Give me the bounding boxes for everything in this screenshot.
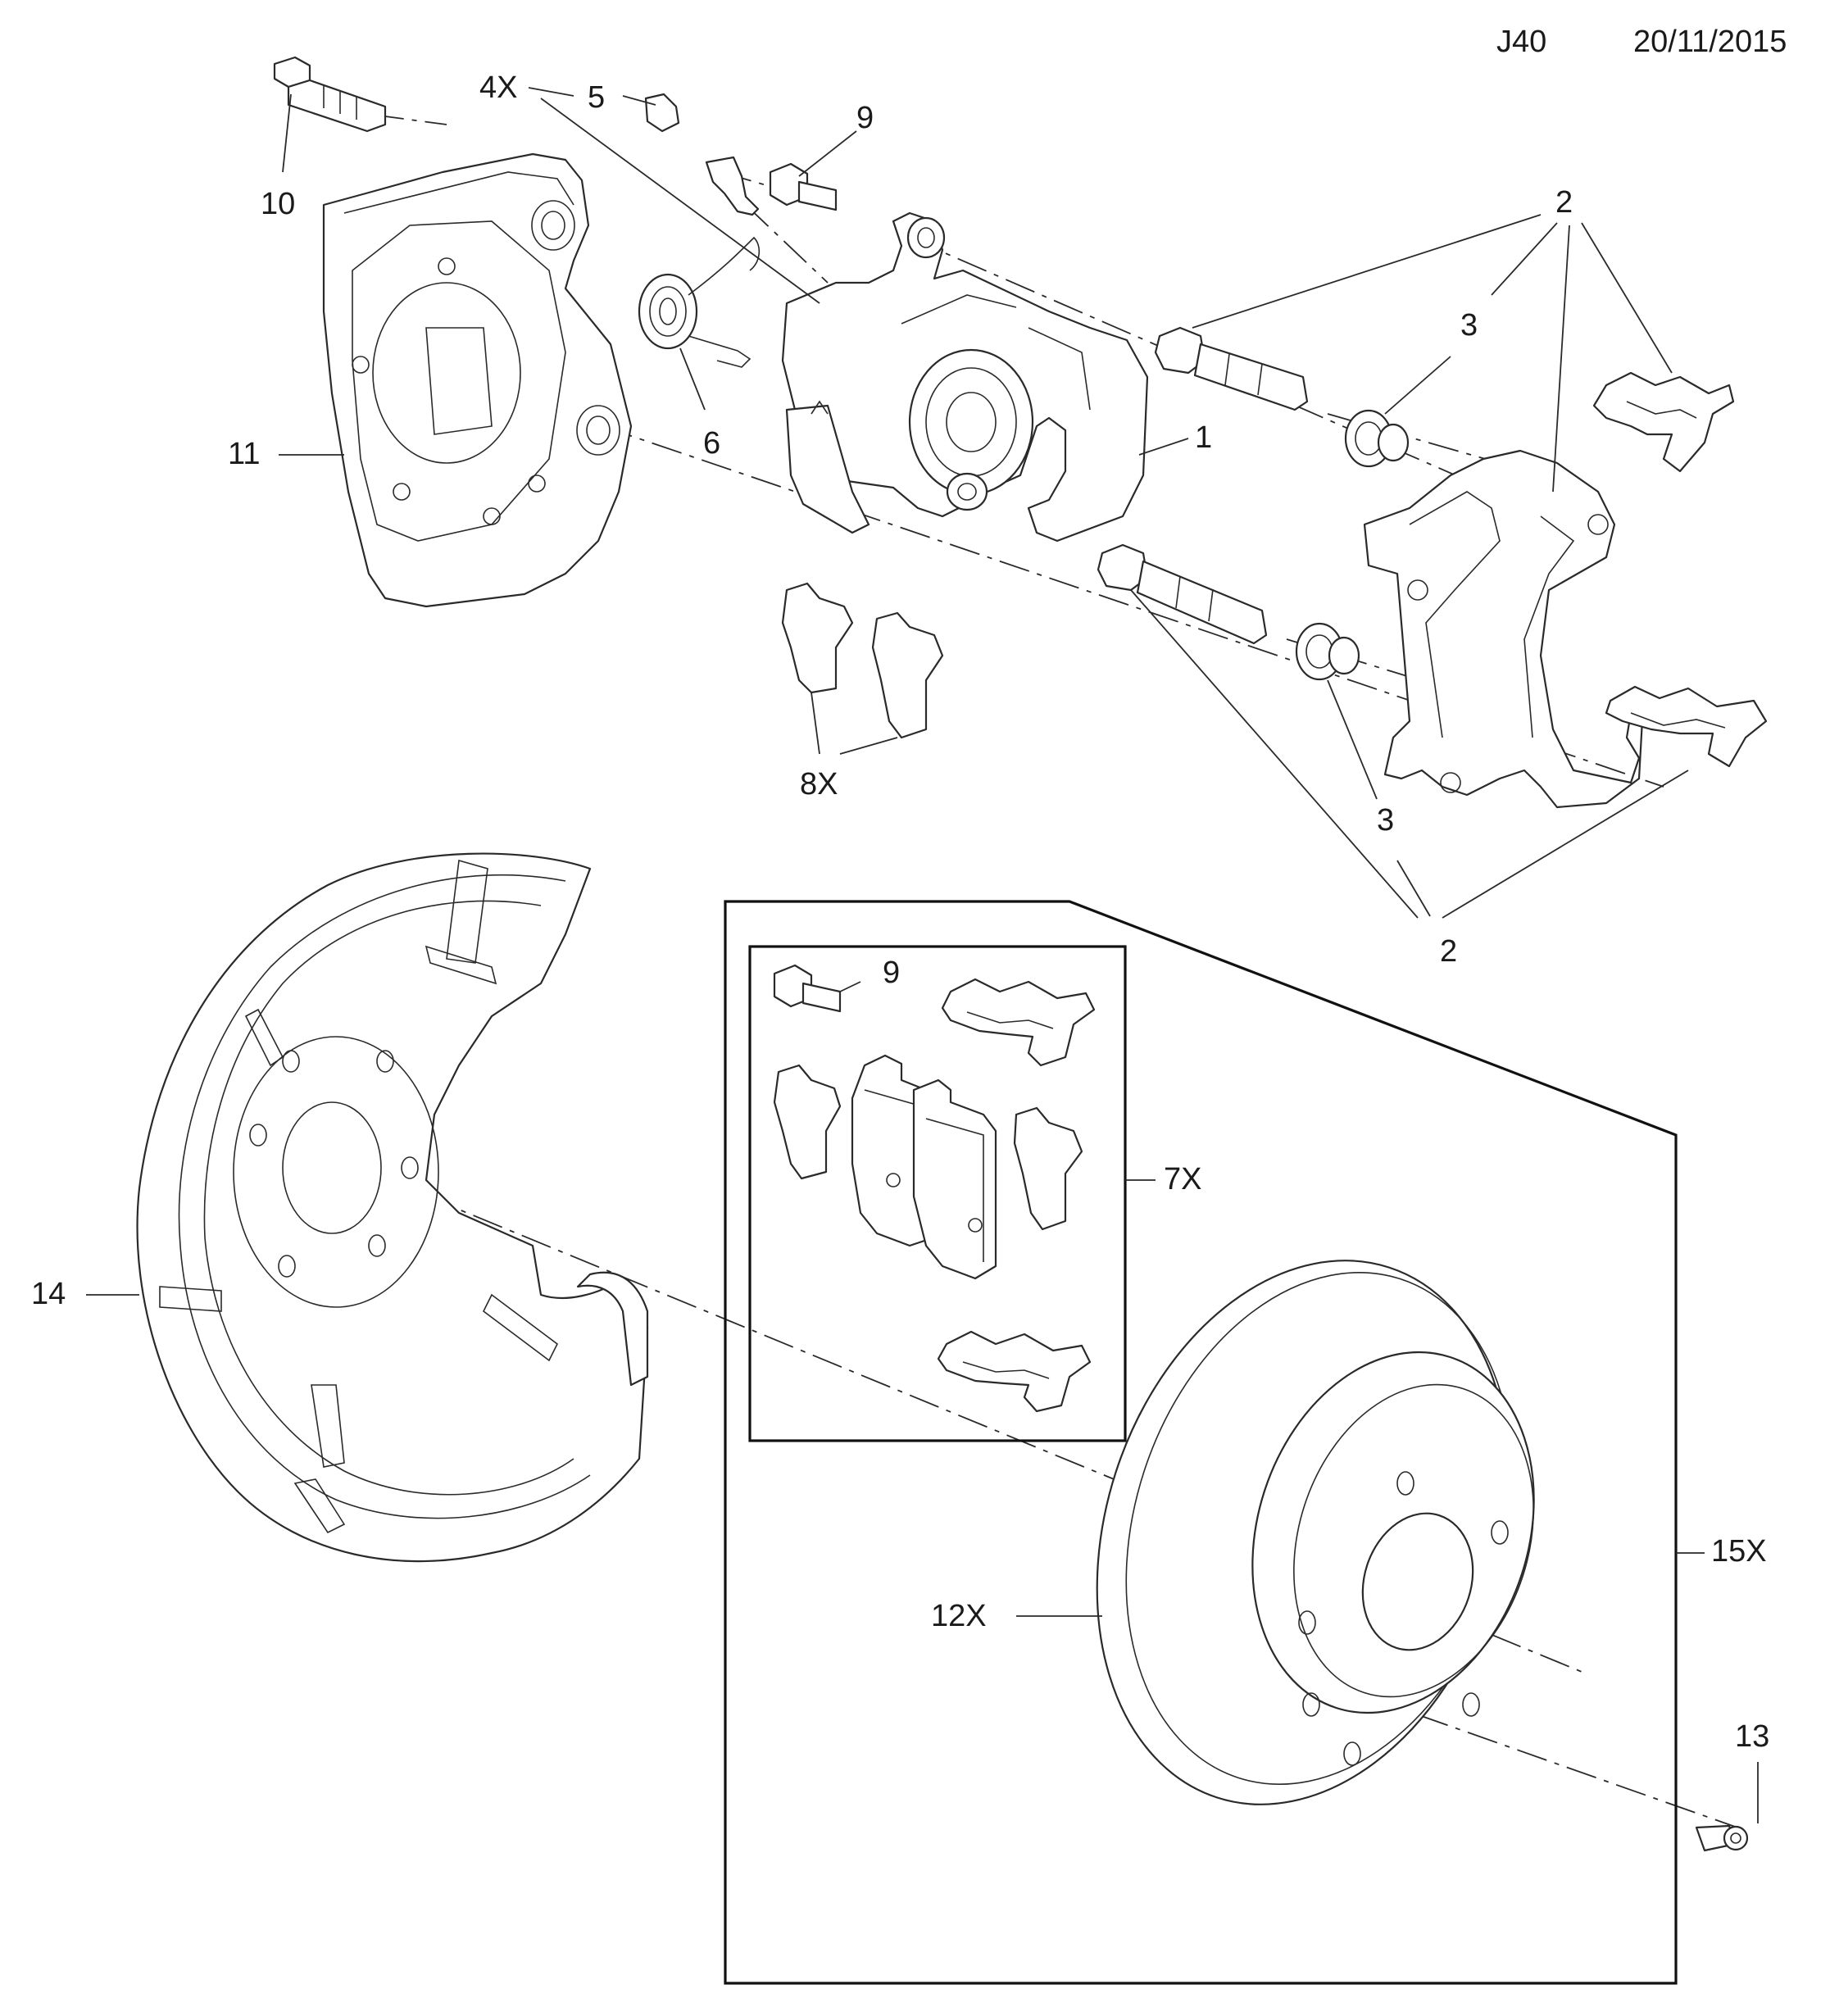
anti-rattle-clip-lower: [1605, 685, 1768, 768]
callout-9-kit: 9: [883, 956, 901, 990]
diagram-code: J40: [1496, 25, 1547, 59]
kit-clip-lower: [937, 1330, 1092, 1413]
boot-3-top: [1344, 409, 1410, 468]
callout-7x: 7X: [1164, 1162, 1202, 1196]
caliper-carrier: [1363, 449, 1645, 809]
guide-pin-2-bottom: [1097, 543, 1268, 645]
dust-shield-14: [136, 852, 649, 1563]
callout-13: 13: [1735, 1719, 1770, 1754]
caliper-1: [781, 211, 1149, 543]
callout-2-bottom: 2: [1440, 934, 1458, 969]
leader-lines: [86, 87, 1759, 1823]
callout-15x: 15X: [1711, 1534, 1767, 1569]
kit-guide-bolt-9: [773, 964, 842, 1013]
callout-8x: 8X: [800, 767, 838, 801]
boot-3-bottom: [1295, 622, 1360, 681]
callout-3-top: 3: [1460, 308, 1478, 343]
callout-1: 1: [1195, 420, 1213, 455]
callout-5: 5: [588, 80, 606, 115]
brake-disc-12x: [1096, 1260, 1535, 1805]
bolt-10: [273, 56, 387, 133]
callout-4x: 4X: [479, 70, 518, 105]
anti-rattle-clip-upper: [1592, 371, 1735, 473]
callout-2-top: 2: [1555, 185, 1573, 220]
diagram-date: 20/11/2015: [1633, 25, 1787, 59]
kit-clip-upper: [941, 978, 1096, 1067]
carrier-plate-11: [322, 152, 633, 608]
callout-11: 11: [228, 437, 261, 471]
bleed-screw-5: [644, 93, 760, 216]
callout-14: 14: [31, 1277, 66, 1311]
kit-brake-pads: [851, 1054, 997, 1280]
callout-9-top: 9: [856, 101, 874, 135]
kit-frame-15x: [724, 900, 1678, 1985]
guide-pin-2-top: [1154, 326, 1309, 411]
kit-shims: [773, 1064, 1083, 1231]
spring-6: [638, 236, 761, 368]
screw-13: [1695, 1824, 1749, 1852]
guide-bolt-9: [769, 162, 838, 211]
callout-3-bottom: 3: [1377, 803, 1395, 838]
kit-frame-7x: [748, 945, 1127, 1442]
callout-12x: 12X: [931, 1599, 987, 1633]
callout-6: 6: [703, 426, 721, 461]
callout-10: 10: [261, 187, 296, 221]
shim-8x: [781, 582, 944, 739]
